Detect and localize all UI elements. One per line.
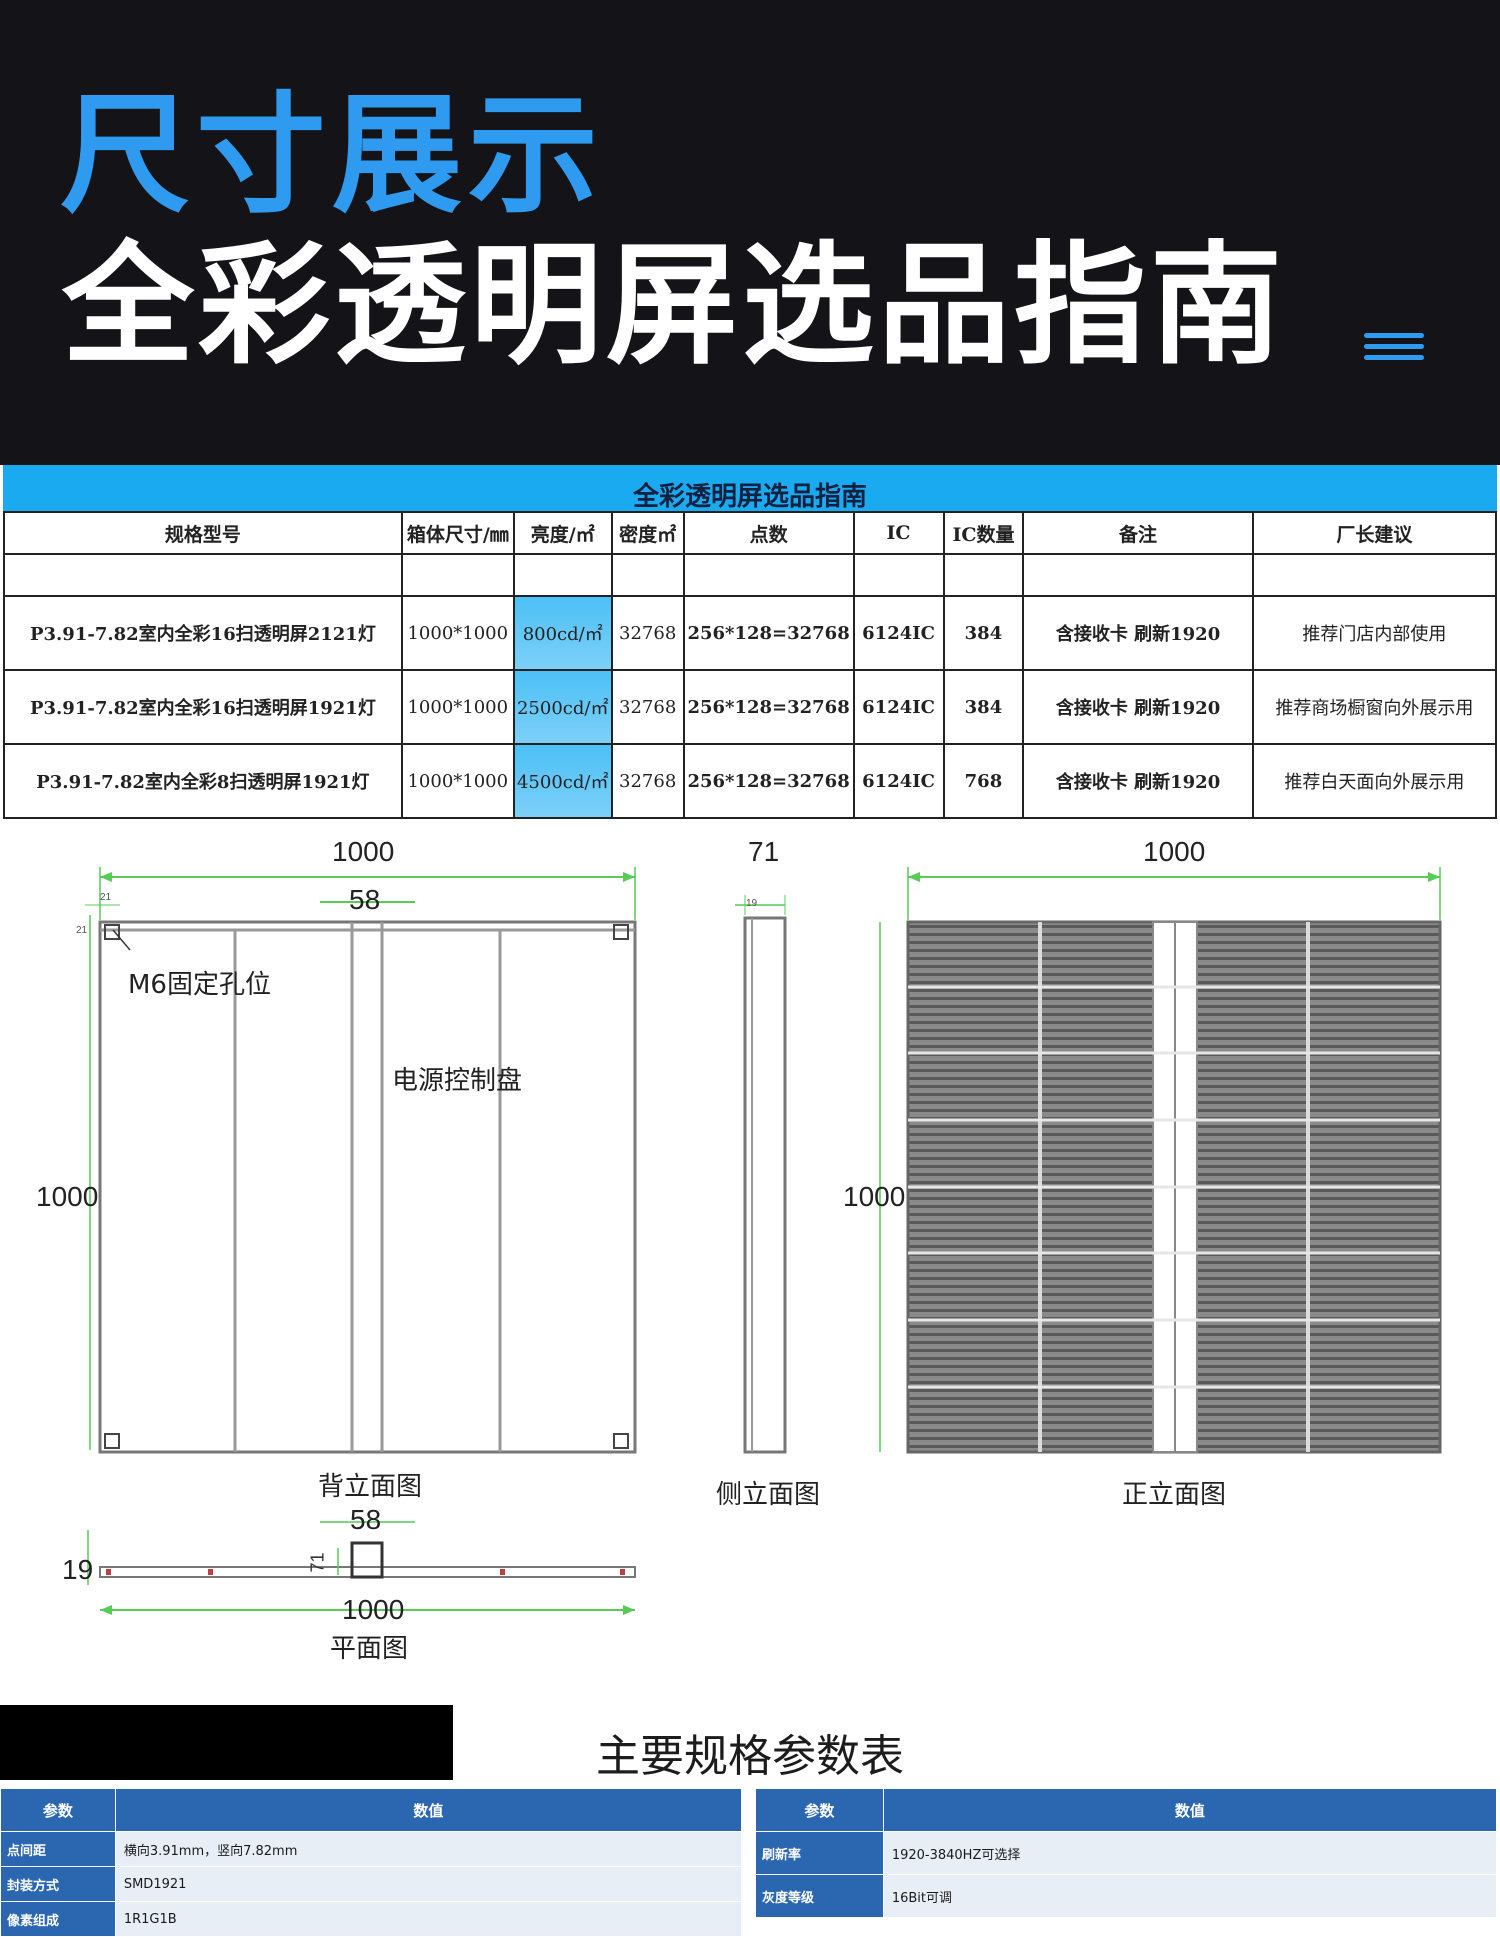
spec-right-header-value: 数值 [882, 1788, 1498, 1832]
side-small-dim: 19 [746, 898, 758, 909]
spec-value: 1920-3840HZ可选择 [882, 1831, 1498, 1875]
cell-model: P3.91-7.82室内全彩16扫透明屏2121灯 [3, 595, 403, 671]
back-inner-dim: 58 [349, 884, 381, 915]
plan-side-dim: 19 [62, 1554, 94, 1585]
plan-caption: 平面图 [330, 1634, 409, 1664]
cell-density: 32768 [610, 669, 685, 745]
menu-icon[interactable] [1364, 333, 1424, 363]
header-ic: IC [852, 511, 945, 555]
spec-key: 刷新率 [755, 1831, 884, 1875]
table-row: 封装方式 SMD1921 [0, 1866, 743, 1902]
specs-table-left: 参数 数值 点间距 横向3.91mm，竖向7.82mm 封装方式 SMD1921… [0, 1788, 743, 1937]
spec-key: 灰度等级 [755, 1874, 884, 1918]
cell-size: 1000*1000 [400, 595, 515, 671]
cell-brightness: 800cd/㎡ [512, 595, 613, 671]
table-row: P3.91-7.82室内全彩16扫透明屏2121灯 1000*1000 800c… [3, 595, 1498, 671]
spec-key: 点间距 [0, 1831, 116, 1867]
small-dim-a: 21 [100, 892, 112, 903]
cell-density: 32768 [610, 595, 685, 671]
cell-ic: 6124IC [852, 595, 945, 671]
header-size: 箱体尺寸/㎜ [400, 511, 515, 555]
table-row: P3.91-7.82室内全彩8扫透明屏1921灯 1000*1000 4500c… [3, 743, 1498, 819]
back-height-dim: 1000 [36, 1181, 99, 1212]
side-elevation-drawing [735, 895, 787, 1454]
cell-model: P3.91-7.82室内全彩8扫透明屏1921灯 [3, 743, 403, 819]
power-panel-label: 电源控制盘 [392, 1066, 523, 1096]
cell-brightness: 4500cd/㎡ [512, 743, 613, 819]
cell-ic-count: 384 [942, 595, 1025, 671]
cell-ic-count: 768 [942, 743, 1025, 819]
m6-hole-label: M6固定孔位 [128, 970, 271, 1000]
spec-value: SMD1921 [114, 1866, 743, 1902]
cell-density: 32768 [610, 743, 685, 819]
selection-table-title: 全彩透明屏选品指南 [632, 482, 867, 512]
header-points: 点数 [682, 511, 855, 555]
table-row: 灰度等级 16Bit可调 [755, 1874, 1498, 1918]
back-width-dim: 1000 [332, 836, 395, 867]
cell-note: 含接收卡 刷新1920 [1022, 595, 1254, 671]
table-row: 刷新率 1920-3840HZ可选择 [755, 1831, 1498, 1875]
spec-value: 16Bit可调 [882, 1874, 1498, 1918]
cell-advice: 推荐商场橱窗向外展示用 [1251, 669, 1498, 745]
table-row: P3.91-7.82室内全彩16扫透明屏1921灯 1000*1000 2500… [3, 669, 1498, 745]
header-density: 密度㎡ [610, 511, 685, 555]
spec-right-header-param: 参数 [755, 1788, 884, 1832]
selection-table-banner [3, 465, 1497, 511]
front-width-dim: 1000 [1143, 836, 1206, 867]
cell-points: 256*128=32768 [682, 743, 855, 819]
header-model: 规格型号 [3, 511, 403, 555]
specs-black-block [0, 1705, 453, 1780]
table-row: 点间距 横向3.91mm，竖向7.82mm [0, 1831, 743, 1867]
cell-note: 含接收卡 刷新1920 [1022, 669, 1254, 745]
cell-size: 1000*1000 [400, 669, 515, 745]
selection-table: 规格型号 箱体尺寸/㎜ 亮度/㎡ 密度㎡ 点数 IC IC数量 备注 厂长建议 … [3, 511, 1498, 819]
plan-width-dim: 1000 [342, 1594, 405, 1625]
spec-key: 像素组成 [0, 1901, 116, 1937]
small-dim-b: 21 [76, 925, 88, 936]
spec-key: 封装方式 [0, 1866, 116, 1902]
header-advice: 厂长建议 [1251, 511, 1498, 555]
front-elevation-drawing [879, 867, 1442, 1454]
back-elevation-caption: 背立面图 [318, 1472, 423, 1502]
header-brightness: 亮度/㎡ [512, 511, 613, 555]
cell-model: P3.91-7.82室内全彩16扫透明屏1921灯 [3, 669, 403, 745]
plan-top-dim: 58 [350, 1504, 382, 1535]
spec-left-header-param: 参数 [0, 1788, 116, 1832]
cell-ic: 6124IC [852, 743, 945, 819]
specs-table-right: 参数 数值 刷新率 1920-3840HZ可选择 灰度等级 16Bit可调 [755, 1788, 1498, 1918]
front-elevation-caption: 正立面图 [1122, 1480, 1227, 1510]
cell-points: 256*128=32768 [682, 669, 855, 745]
back-elevation-drawing [85, 867, 637, 1454]
cell-points: 256*128=32768 [682, 595, 855, 671]
header-ic-count: IC数量 [942, 511, 1025, 555]
front-height-dim: 1000 [843, 1181, 906, 1212]
spec-value: 横向3.91mm，竖向7.82mm [114, 1831, 743, 1867]
spec-left-header-value: 数值 [114, 1788, 743, 1832]
cell-ic-count: 384 [942, 669, 1025, 745]
cell-size: 1000*1000 [400, 743, 515, 819]
plan-small-dim: 71 [307, 1552, 328, 1573]
technical-drawings [85, 867, 1442, 1615]
table-row: 像素组成 1R1G1B [0, 1901, 743, 1937]
specs-title: 主要规格参数表 [596, 1731, 904, 1782]
table-row-empty [3, 553, 1498, 597]
hero-banner [0, 0, 1500, 465]
plan-drawing [87, 1521, 636, 1615]
header-note: 备注 [1022, 511, 1254, 555]
hero-title-size-display: 尺寸展示 [60, 79, 605, 231]
hero-title-selection-guide: 全彩透明屏选品指南 [62, 229, 1286, 383]
spec-value: 1R1G1B [114, 1901, 743, 1937]
cell-ic: 6124IC [852, 669, 945, 745]
cell-note: 含接收卡 刷新1920 [1022, 743, 1254, 819]
side-depth-dim: 71 [748, 836, 780, 867]
cell-advice: 推荐门店内部使用 [1251, 595, 1498, 671]
side-elevation-caption: 侧立面图 [716, 1480, 821, 1510]
cell-advice: 推荐白天面向外展示用 [1251, 743, 1498, 819]
cell-brightness: 2500cd/㎡ [512, 669, 613, 745]
